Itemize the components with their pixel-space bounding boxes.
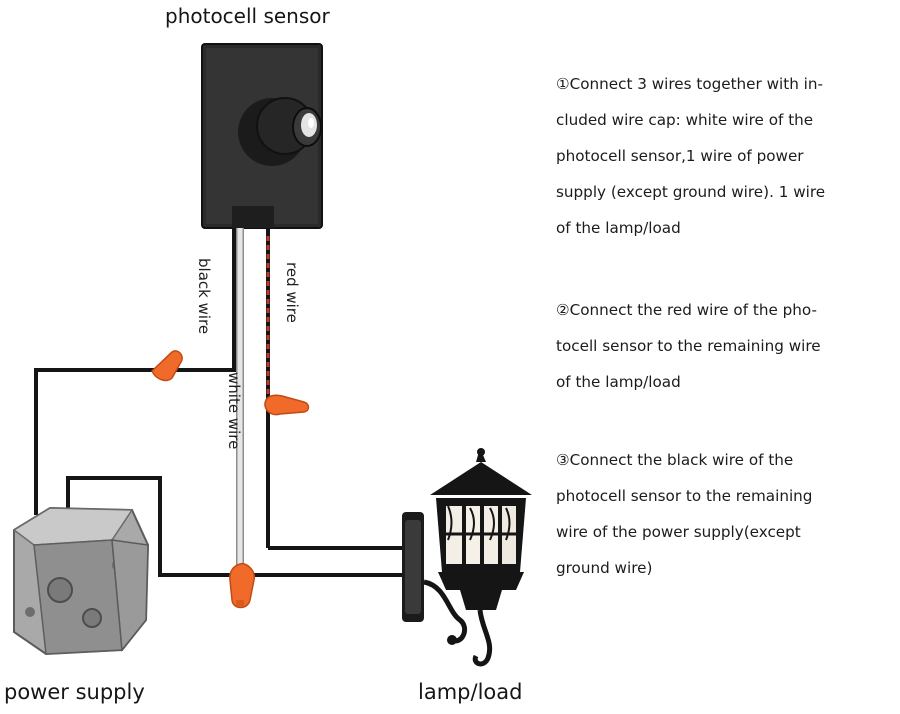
instruction-line: of the lamp/load bbox=[556, 219, 681, 237]
instruction-line: ②Connect the red wire of the pho- bbox=[556, 301, 817, 319]
instruction-line: ③Connect the black wire of the bbox=[556, 451, 794, 469]
instruction-step-2: ②Connect the red wire of the pho- tocell… bbox=[556, 292, 896, 400]
red-wire bbox=[266, 228, 416, 550]
photocell-sensor bbox=[201, 43, 323, 229]
instruction-line: cluded wire cap: white wire of the bbox=[556, 111, 814, 129]
black-wire-label: black wire bbox=[195, 258, 213, 335]
black-wire-cap bbox=[151, 350, 183, 382]
instruction-line: photocell sensor to the remaining bbox=[556, 487, 813, 505]
power-supply-label: power supply bbox=[4, 680, 145, 704]
instruction-line: photocell sensor,1 wire of power bbox=[556, 147, 804, 165]
power-wires bbox=[66, 476, 416, 577]
instruction-line: tocell sensor to the remaining wire bbox=[556, 337, 821, 355]
instruction-line: supply (except ground wire). 1 wire bbox=[556, 183, 826, 201]
white-wire-label: white wire bbox=[225, 372, 243, 450]
instruction-step-3: ③Connect the black wire of the photocell… bbox=[556, 442, 896, 586]
instruction-step-1: ①Connect 3 wires together with in- clude… bbox=[556, 66, 896, 246]
black-wire bbox=[34, 228, 236, 515]
red-wire-cap bbox=[264, 394, 310, 416]
photocell-sensor-label: photocell sensor bbox=[165, 4, 330, 28]
red-wire-label: red wire bbox=[283, 262, 301, 323]
instruction-line: ground wire) bbox=[556, 559, 653, 577]
white-wire-cap bbox=[229, 562, 255, 609]
lamp-load-label: lamp/load bbox=[418, 680, 523, 704]
instruction-line: of the lamp/load bbox=[556, 373, 681, 391]
instruction-line: wire of the power supply(except bbox=[556, 523, 801, 541]
lamp-icon bbox=[402, 448, 532, 667]
instruction-line: ①Connect 3 wires together with in- bbox=[556, 75, 823, 93]
junction-box-icon bbox=[12, 506, 150, 656]
